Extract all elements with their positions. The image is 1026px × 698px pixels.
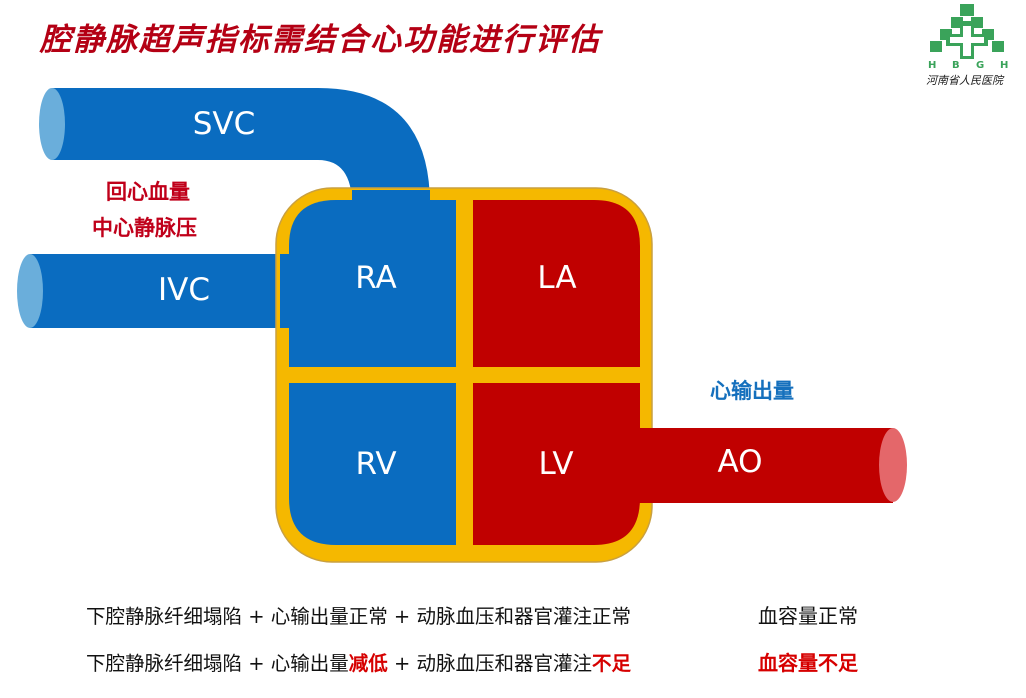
- venous-return-note: 回心血量: [106, 179, 190, 204]
- logo-name: 河南省人民医院: [926, 74, 1005, 87]
- highlight-insufficient: 不足: [592, 652, 632, 675]
- condition-text: 下腔静脉纤细塌陷 + 心输出量正常 + 动脉血压和器官灌注正常: [86, 605, 631, 628]
- condition-row-normal: 下腔静脉纤细塌陷 + 心输出量正常 + 动脉血压和器官灌注正常: [86, 600, 631, 629]
- chamber-lv: [473, 383, 640, 545]
- condition-row-deficit: 下腔静脉纤细塌陷 + 心输出量减低 + 动脉血压和器官灌注不足: [86, 647, 631, 676]
- hospital-logo: H B G H 河南省人民医院: [922, 4, 1020, 96]
- logo-letter: G: [976, 60, 984, 71]
- result-volume-deficit: 血容量不足: [758, 651, 858, 675]
- ivc-vessel: [30, 254, 300, 328]
- svc-vessel: [52, 88, 430, 205]
- ivc-label: IVC: [158, 272, 210, 308]
- logo-letter: H: [1000, 60, 1008, 71]
- rv-label: RV: [355, 446, 396, 482]
- cardiac-output-note: 心输出量: [710, 378, 794, 403]
- aorta-vessel: [610, 428, 893, 503]
- chamber-la: [473, 200, 640, 367]
- highlight-reduced: 减低: [348, 652, 388, 675]
- logo-letter: H: [928, 60, 936, 71]
- ivc-junction: [280, 254, 310, 328]
- result-normal-volume: 血容量正常: [758, 604, 858, 628]
- page-title: 腔静脉超声指标需结合心功能进行评估: [40, 22, 601, 58]
- lv-label: LV: [538, 446, 573, 482]
- svc-junction: [352, 190, 430, 206]
- svc-label: SVC: [193, 106, 256, 142]
- ra-label: RA: [355, 260, 397, 296]
- condition-text: 下腔静脉纤细塌陷 + 心输出量: [86, 652, 349, 675]
- la-label: LA: [537, 260, 576, 296]
- ao-label: AO: [717, 444, 762, 480]
- condition-text: + 动脉血压和器官灌注: [387, 652, 593, 675]
- ivc-opening: [17, 254, 43, 328]
- chamber-rv: [289, 383, 456, 545]
- aorta-opening: [879, 428, 907, 502]
- logo-letter: B: [952, 60, 960, 71]
- chamber-ra: [289, 200, 456, 367]
- cvp-note: 中心静脉压: [92, 215, 197, 240]
- svc-opening: [39, 88, 65, 160]
